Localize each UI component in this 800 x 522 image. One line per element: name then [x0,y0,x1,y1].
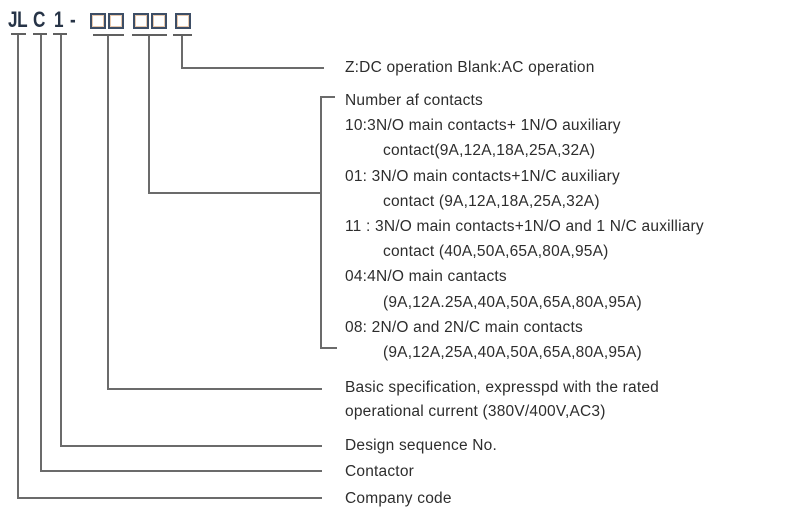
contacts-line: (9A,12A,25A,40A,50A,65A,80A,95A) [383,344,642,362]
code-part-dash: - [70,7,76,32]
tick-contactor [33,33,47,35]
code-part-design: 1 [54,7,64,32]
tick-operation [173,34,192,36]
contacts-line: 10:3N/O main contacts+ 1N/O auxiliary [345,117,621,135]
connector-contacts [148,192,322,194]
code-part-company: JL [8,7,28,32]
contacts-line: contact (9A,12A,18A,25A,32A) [383,192,600,210]
drop-line-company [17,35,19,498]
label-contactor: Contactor [345,463,414,480]
connector-operation [181,67,324,69]
drop-line-contactor [40,35,42,471]
code-box-spec-1-icon [90,13,106,29]
drop-line-design [60,35,62,446]
connector-spec [107,388,322,390]
drop-line-contacts [148,36,150,193]
connector-design [60,445,322,447]
contacts-header: Number af contacts [345,92,483,109]
contacts-line: 08: 2N/O and 2N/C main contacts [345,318,583,336]
label-company-code: Company code [345,490,452,507]
contacts-bracket-bottom-tick [320,347,337,349]
tick-design [53,33,67,35]
contacts-line: 11 : 3N/O main contacts+1N/O and 1 N/C a… [345,218,704,236]
drop-line-operation [181,36,183,68]
label-design-sequence: Design sequence No. [345,437,498,454]
contacts-line: 01: 3N/O main contacts+1N/C auxiliary [345,167,620,185]
contacts-line: (9A,12A.25A,40A,50A,65A,80A,95A) [383,293,642,311]
code-box-contacts-1-icon [133,13,149,29]
drop-line-spec [107,36,109,389]
contacts-line: contact(9A,12A,18A,25A,32A) [383,142,596,160]
basic-spec-line2: operational current (380V/400V,AC3) [345,403,606,420]
code-box-spec-2-icon [108,13,124,29]
tick-company [11,33,26,35]
connector-company [17,497,322,499]
basic-spec-line1: Basic specification, expresspd with the … [345,379,659,396]
contacts-bracket-top-tick [320,96,335,98]
code-box-contacts-2-icon [151,13,167,29]
code-part-contactor: C [33,7,46,32]
contacts-list: Number af contacts 10:3N/O main contacts… [345,88,704,365]
label-operation: Z:DC operation Blank:AC operation [345,59,595,76]
tick-contacts [132,34,167,36]
code-box-operation-icon [175,13,191,29]
label-basic-spec: Basic specification, expresspd with the … [345,376,659,424]
contacts-line: 04:4N/O main cantacts [345,268,507,286]
contacts-bracket [320,96,322,349]
contacts-line: contact (40A,50A,65A,80A,95A) [383,243,609,261]
tick-spec [93,34,124,36]
connector-contactor [40,470,322,472]
